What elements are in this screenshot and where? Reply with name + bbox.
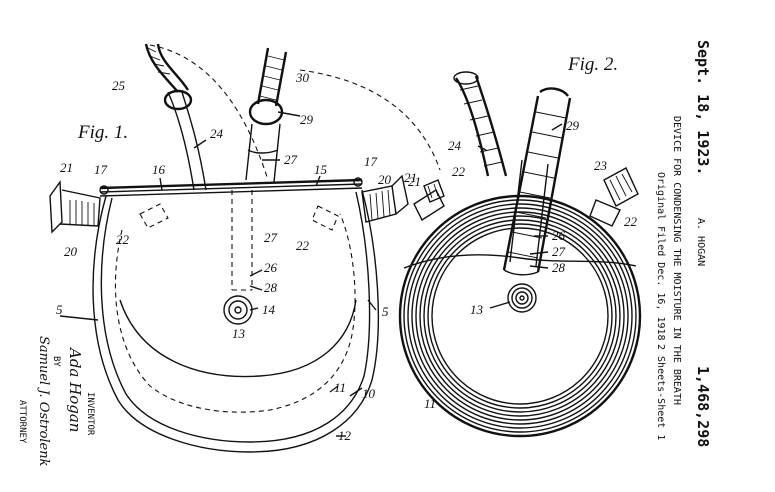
fig1-drawing <box>50 44 440 452</box>
inventor-label: INVENTOR <box>85 392 95 436</box>
fig1-ref-11: 11 <box>334 380 346 395</box>
fig1-fitting-14 <box>224 296 252 324</box>
fig1-ref-15: 15 <box>314 162 328 177</box>
fig2-ref-11: 11 <box>424 396 436 411</box>
fig1-section-line-left <box>60 316 98 320</box>
fig2-drawing <box>400 72 640 436</box>
fig2-ref-29: 29 <box>566 118 580 133</box>
fig1-inner-dashed <box>115 214 355 412</box>
patent-filed: Original Filed Dec. 16, 1918 <box>655 172 666 341</box>
fig1-ref-30: 30 <box>295 70 310 85</box>
fig1-ref-29: 29 <box>300 112 314 127</box>
fig1-ref-5-right: 5 <box>382 304 389 319</box>
fig1-ref-21-left: 21 <box>60 160 73 175</box>
fig1-ref-27a: 27 <box>284 152 298 167</box>
fig2-ref-26: 26 <box>552 228 566 243</box>
patent-date: Sept. 18, 1923. <box>694 40 712 175</box>
fig2-ref-21: 21 <box>408 174 421 189</box>
fig1-ref-27b: 27 <box>264 230 278 245</box>
fig1-ref-12: 12 <box>338 428 352 443</box>
patent-sheets: 2 Sheets-Sheet 1 <box>655 344 666 440</box>
fig1-ref-26: 26 <box>264 260 278 275</box>
fig2-ref-24: 24 <box>448 138 462 153</box>
fig1-ref-16: 16 <box>152 162 166 177</box>
fig1-ref-20-right: 20 <box>378 172 392 187</box>
patent-number: 1,468,298 <box>694 366 712 447</box>
fig2-ref-28: 28 <box>552 260 566 275</box>
signature-block: INVENTOR Ada Hogan BY Samuel J. Ostrolen… <box>17 336 95 467</box>
fig1-ref-25: 25 <box>112 78 126 93</box>
fig1-body-inner <box>101 192 369 442</box>
fig1-strap-left <box>50 182 100 232</box>
fig1-leaders <box>160 112 362 436</box>
fig1-ref-17-right: 17 <box>364 154 378 169</box>
patent-inventor-name: A. HOGAN <box>695 218 706 266</box>
fig2-ref-22-right: 22 <box>624 214 638 229</box>
fig2-ref-22-left: 22 <box>452 164 466 179</box>
by-label: BY <box>51 356 61 367</box>
fig2-fitting-13 <box>508 284 536 312</box>
fig1-label: Fig. 1. <box>77 122 128 143</box>
fig1-lug-left <box>140 204 168 228</box>
fig1-ref-10: 10 <box>362 386 376 401</box>
fig1-ref-17-left: 17 <box>94 162 108 177</box>
inventor-signature: Ada Hogan <box>66 346 84 432</box>
fig2-label: Fig. 2. <box>567 54 618 75</box>
fig1-ref-22-left: 22 <box>116 232 130 247</box>
fig1-ref-20-left: 20 <box>64 244 78 259</box>
fig1-top-frame <box>100 178 362 196</box>
fig1-tube-central <box>232 48 286 290</box>
attorney-label: ATTORNEY <box>17 400 27 444</box>
attorney-signature: Samuel J. Ostrolenk <box>36 336 51 467</box>
fig1-body-outer <box>93 190 378 452</box>
fig1-lug-right <box>312 206 338 230</box>
fig1-ref-24: 24 <box>210 126 224 141</box>
fig1-ref-22-right: 22 <box>296 238 310 253</box>
fig2-tube-24 <box>454 72 506 176</box>
fig1-ref-14: 14 <box>262 302 276 317</box>
fig2-ref-23: 23 <box>594 158 608 173</box>
fig2-ref-13: 13 <box>470 302 484 317</box>
patent-title: DEVICE FOR CONDENSING THE MOISTURE IN TH… <box>671 116 682 405</box>
fig1-ref-13: 13 <box>232 326 246 341</box>
fig1-ref-28: 28 <box>264 280 278 295</box>
fig1-ref-5-left: 5 <box>56 302 63 317</box>
fig2-ref-27: 27 <box>552 244 566 259</box>
